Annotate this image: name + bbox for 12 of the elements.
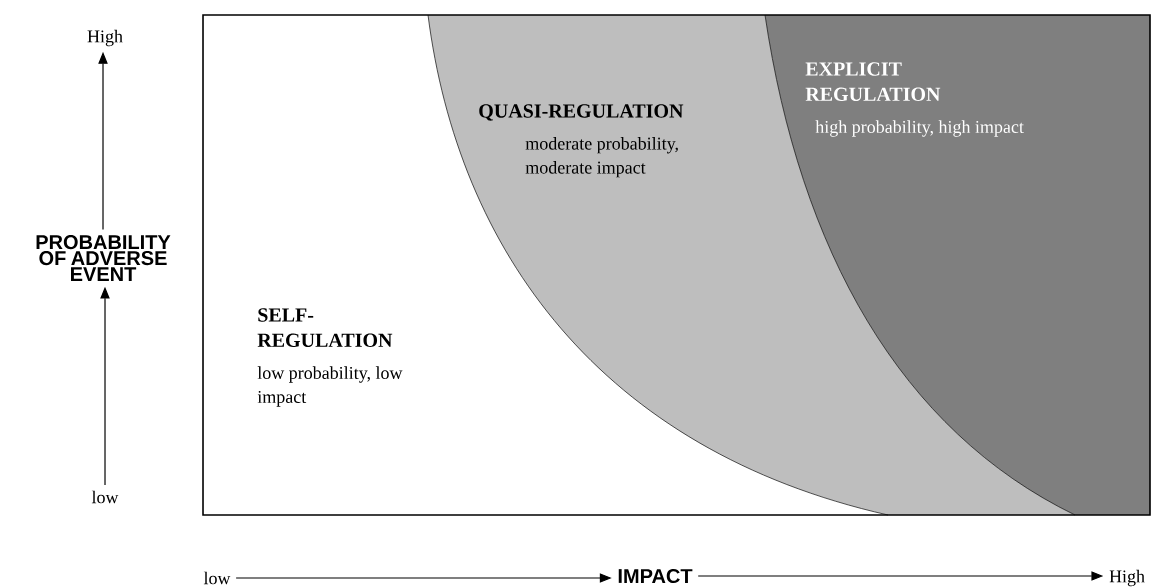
region-heading: QUASI-REGULATION <box>479 104 684 121</box>
axis-end-label: High <box>87 29 123 47</box>
region-description: low probability, low impact <box>257 366 403 407</box>
axis-end-label: High <box>1109 569 1145 587</box>
axis-title: PROBABILITY OF ADVERSE EVENT <box>36 235 171 281</box>
region-heading: EXPLICIT REGULATION <box>805 62 941 102</box>
axis-title: IMPACT <box>618 568 693 584</box>
region-description: high probability, high impact <box>815 120 1024 137</box>
axis-end-label: low <box>91 490 119 504</box>
region-description: moderate probability, moderate impact <box>525 137 678 178</box>
axis-end-label: low <box>203 571 231 585</box>
region-heading: SELF- REGULATION <box>257 308 393 348</box>
